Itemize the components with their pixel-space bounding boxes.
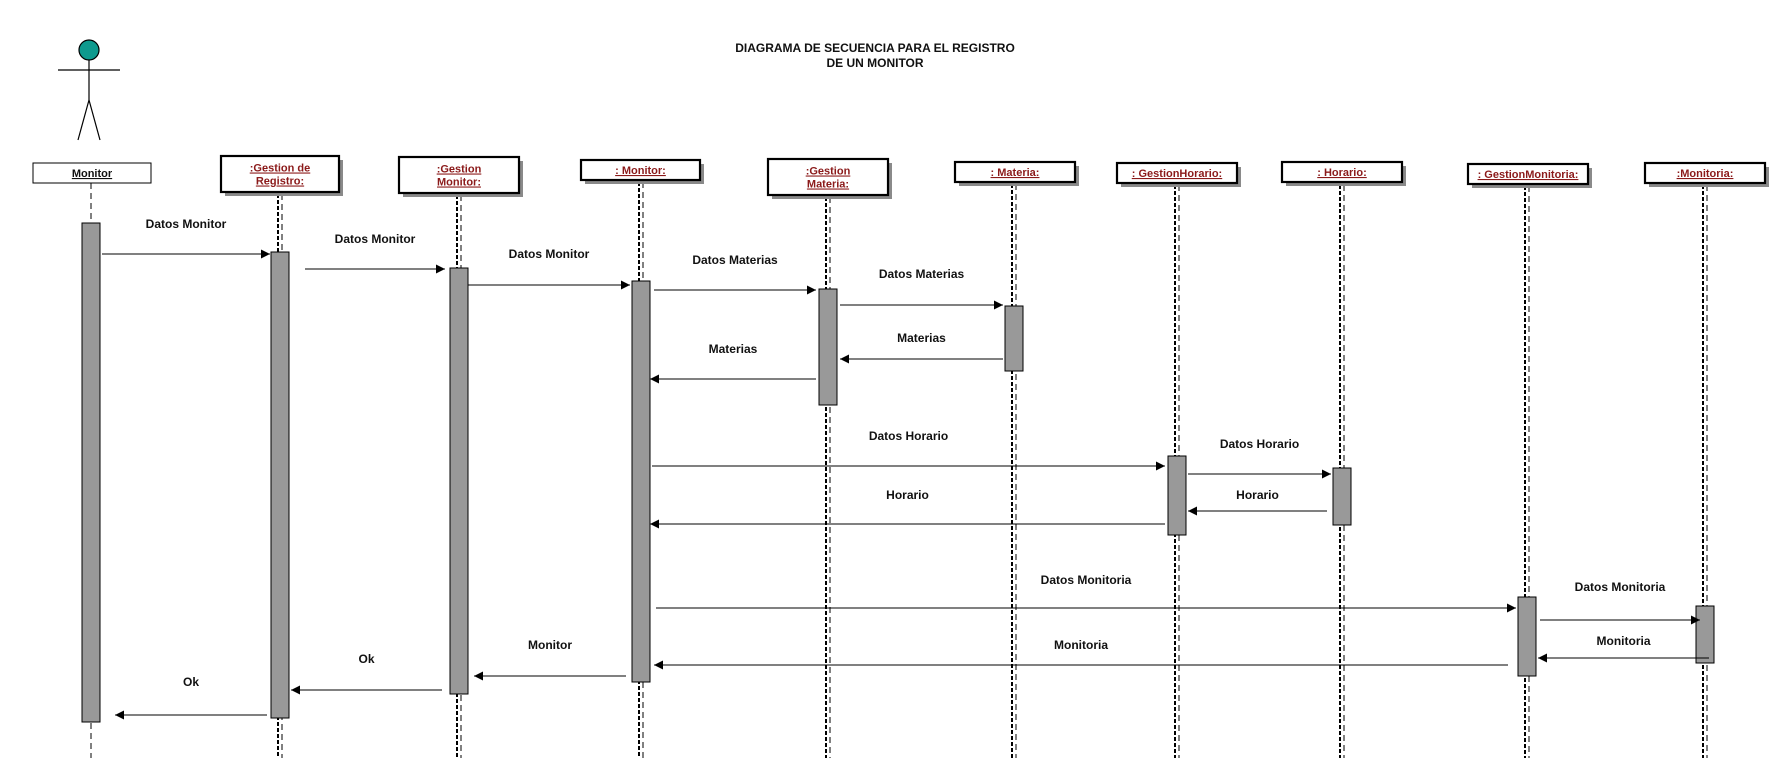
activation-bar [1695,605,1715,664]
message-label: Datos Monitor [509,247,590,261]
message-18: Ok [115,675,267,720]
participant-label: Registro: [256,176,304,188]
message-11: Horario [650,488,1165,529]
message-9: Datos Horario [1188,437,1331,479]
participant-label: :Monitoria: [1677,168,1734,180]
message-1: Datos Monitor [102,217,270,259]
participant-monitoria: :Monitoria: [1643,161,1769,187]
message-15: Monitoria [654,638,1508,670]
message-2: Datos Monitor [305,232,445,274]
activations [81,222,1715,723]
message-16: Monitor [474,638,626,681]
title-line-2: DE UN MONITOR [826,56,923,70]
participant-gestionhorario: : GestionHorario: [1115,161,1241,187]
title-line-1: DIAGRAMA DE SECUENCIA PARA EL REGISTRO [735,41,1015,55]
actor-leg-left [77,99,90,141]
message-label: Materias [709,342,758,356]
participant-label: : Monitor: [615,165,666,177]
message-10: Horario [1188,488,1327,516]
message-8: Datos Horario [652,429,1165,471]
participant-label: Monitor: [437,177,481,189]
message-6: Materias [840,331,1003,364]
activation-bar [631,280,651,683]
participant-horario: : Horario: [1280,160,1406,186]
message-13: Datos Monitoria [1540,580,1700,625]
activation-bar [81,222,101,723]
participant-label: : GestionHorario: [1132,168,1222,180]
participant-label: :Gestion [437,164,482,176]
participant-label: : GestionMonitoria: [1478,169,1579,181]
actor-leg-right [88,99,101,141]
activation-bar [1517,596,1537,677]
participant-materia: : Materia: [953,160,1079,186]
message-12: Datos Monitoria [656,573,1516,613]
activation-bar [1332,467,1352,526]
message-7: Materias [650,342,816,384]
participant-label: : Horario: [1317,167,1367,179]
message-label: Datos Materias [879,267,965,281]
diagram-title: DIAGRAMA DE SECUENCIA PARA EL REGISTRO D… [735,41,1015,70]
participant-gestion-monitor: :GestionMonitor: [397,155,523,197]
participant-box [766,157,890,197]
activation-bar [1167,455,1187,536]
participant-label: : Materia: [991,167,1040,179]
message-label: Horario [1236,488,1279,502]
activation-bar [818,288,838,406]
message-label: Datos Monitor [335,232,416,246]
message-label: Datos Horario [869,429,948,443]
message-17: Ok [291,652,442,695]
actor-figure [58,39,120,141]
message-label: Ok [183,675,199,689]
message-label: Monitoria [1597,634,1651,648]
participant-gestionmonitoria: : GestionMonitoria: [1466,162,1592,188]
message-14: Monitoria [1538,634,1709,663]
participant-label: :Gestion [806,166,851,178]
activation-bar [270,251,290,719]
message-label: Datos Monitoria [1575,580,1666,594]
activation-bar [1004,305,1024,372]
participant-label: Monitor [72,168,113,180]
message-label: Horario [886,488,929,502]
message-label: Datos Horario [1220,437,1299,451]
participant-box [953,160,1077,184]
message-3: Datos Monitor [468,247,630,290]
actor-head [78,39,100,61]
message-label: Datos Materias [692,253,778,267]
message-label: Datos Monitor [146,217,227,231]
participant-box [579,158,702,182]
message-label: Datos Monitoria [1041,573,1132,587]
participant-box [1280,160,1404,184]
message-label: Ok [358,652,374,666]
participant-heads: Monitor:Gestion deRegistro::GestionMonit… [32,154,1769,199]
message-label: Materias [897,331,946,345]
participant-box [397,155,521,195]
participant-box [1115,161,1239,185]
participant-box [1643,161,1767,185]
message-5: Datos Materias [840,267,1003,310]
participant-label: Materia: [807,179,849,191]
participant-box [219,154,341,194]
participant-box [1466,162,1590,186]
participant-box [32,162,152,184]
activation-bar [449,267,469,695]
participant-label: :Gestion de [250,163,311,175]
participant-monitor: Monitor [32,162,152,184]
participant-monitor: : Monitor: [579,158,704,184]
message-label: Monitoria [1054,638,1108,652]
message-label: Monitor [528,638,572,652]
message-4: Datos Materias [654,253,816,295]
